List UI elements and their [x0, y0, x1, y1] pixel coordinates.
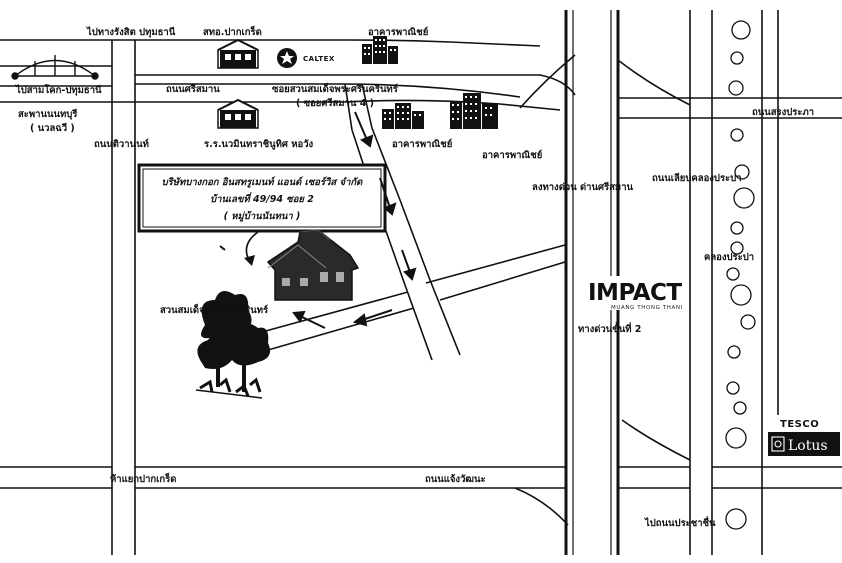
label-soi-number: ( ซอยศรีสมาน 4 ) [296, 97, 374, 109]
label-school: ร.ร.นวมินทราชินูทิศ หอวัง [204, 139, 314, 151]
lotus-brand: Lotus [788, 438, 828, 454]
label-to-rangsit: ไปทางรังสิต ปทุมธานี [86, 26, 176, 38]
roads [0, 10, 842, 555]
building-icon-top [362, 36, 398, 64]
bridge-icon [11, 55, 99, 80]
company-name: บริษัทบางกอก อินสทรูเมนท์ แอนด์ เซอร์วิส… [162, 176, 364, 188]
road-junction-ne-bottom [439, 261, 566, 301]
label-tiwanon-road: ถนนติวานนท์ [94, 138, 149, 150]
school-icon [217, 98, 259, 129]
company-address: บ้านเลขที่ 49/94 ซอย 2 [210, 192, 314, 205]
label-expressway-2: ทางด่วนขั้นที่ 2 [578, 321, 641, 335]
tesco-lotus-logo: TESCO Lotus [768, 415, 840, 456]
ramp-lower-right [621, 419, 691, 461]
label-chaengwattana-road: ถนนแจ้งวัฒนะ [425, 473, 486, 485]
box-to-house-arrowhead [244, 255, 255, 266]
label-bridge: สะพานนนทบุรี [18, 108, 78, 120]
building-icon-right [450, 93, 498, 129]
label-songprapa-road: ถนนสรงประภา [752, 106, 814, 118]
road-soi-right [361, 83, 461, 356]
caltex-label: CALTEX [303, 55, 335, 63]
ramp-upper [519, 54, 576, 109]
company-address-box [137, 163, 387, 233]
company-house-icon [266, 229, 360, 301]
label-bridge-sub: ( นวลฉวี ) [30, 122, 75, 134]
small-tick-mark [219, 245, 226, 251]
label-post-office: สทอ.ปากเกร็ด [203, 25, 262, 38]
ramp-lower-left [514, 487, 569, 526]
label-pakkret-junction: ห้าแยกปากเกร็ด [110, 472, 176, 485]
tesco-brand: TESCO [780, 419, 819, 430]
label-to-prachachuen: ไปถนนประชาชื่น [644, 515, 716, 529]
caltex-star-icon [277, 48, 297, 68]
label-park: สวนสมเด็จพระศรีนครินทร์ [160, 303, 269, 316]
company-village: ( หมู่บ้านนันทนา ) [224, 210, 301, 222]
lotus-flower-icon [771, 436, 785, 452]
label-commercial-right: อาคารพาณิชย์ [482, 149, 542, 161]
park-trees-icon [195, 291, 271, 399]
post-office-icon [217, 38, 259, 69]
label-commercial-mid: อาคารพาณิชย์ [392, 138, 452, 150]
road-junction-ne-top [425, 244, 566, 284]
label-canal-side-road: ถนนเลียบคลองประปา [652, 172, 742, 184]
label-commercial-top: อาคารพาณิชย์ [368, 26, 428, 38]
impact-logo: IMPACT MUANG THONG THANI [586, 276, 688, 311]
direction-arrows [292, 111, 417, 329]
ramp-upper-2 [617, 59, 691, 106]
label-to-nonthaburi: ไปสามโคก-ปทุมธานี [15, 84, 102, 96]
road-srisaman-top [0, 39, 541, 47]
label-expressway-down: ลงทางด่วน ด่านศรีสมาน [532, 181, 634, 193]
road-park-link-top [261, 291, 409, 333]
impact-title: IMPACT [588, 280, 682, 306]
impact-subtitle: MUANG THONG THANI [611, 305, 683, 311]
road-srisaman-mid-lower [135, 83, 521, 98]
label-soi-name: ซอยสวนสมเด็จพระศรีนครินทร์ [272, 82, 399, 95]
label-srisaman-road: ถนนศรีสมาน [166, 83, 220, 95]
road-park-link-bottom [267, 307, 415, 351]
label-canal: คลองประปา [704, 251, 754, 263]
building-icon-mid [382, 103, 424, 129]
canal-circles [725, 20, 756, 530]
